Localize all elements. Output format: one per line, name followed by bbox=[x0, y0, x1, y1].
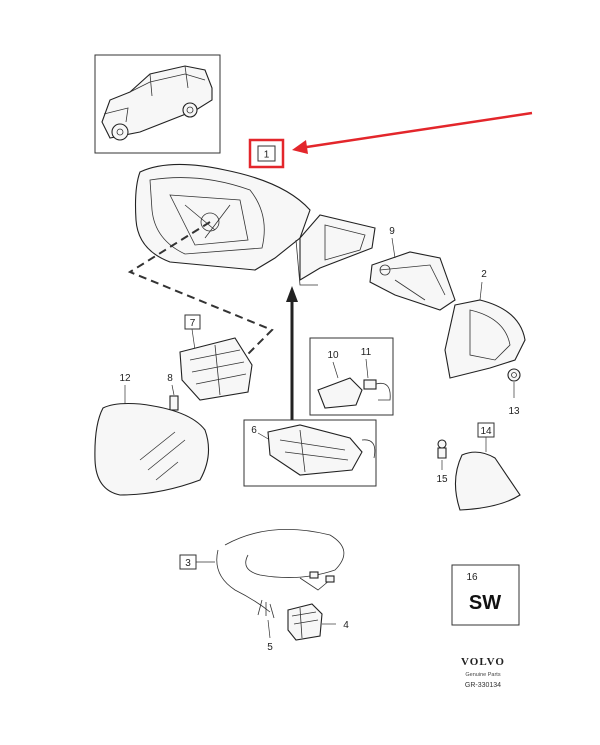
mirror-housing bbox=[134, 163, 376, 286]
part-13-nut: 13 bbox=[507, 368, 521, 417]
part-7-motor: 7 bbox=[179, 314, 253, 401]
brand-block: VOLVO Genuine Parts GR-330134 bbox=[461, 656, 505, 689]
callout-7: 7 bbox=[190, 318, 196, 329]
red-arrow bbox=[292, 111, 533, 154]
part-10-11-box: 10 11 bbox=[309, 337, 394, 416]
part-9-bracket: 9 bbox=[369, 226, 456, 311]
part-8-screw: 8 bbox=[167, 373, 179, 411]
brand-subtitle: Genuine Parts bbox=[465, 672, 500, 678]
volvo-logo: VOLVO bbox=[461, 656, 505, 668]
callout-14: 14 bbox=[480, 426, 492, 437]
part-2-cover: 2 bbox=[444, 269, 526, 379]
part-15-clip: 15 bbox=[436, 439, 448, 485]
part-12-glass: 12 bbox=[94, 373, 210, 496]
callout-8: 8 bbox=[167, 373, 173, 384]
callout-1: 1 bbox=[264, 150, 270, 161]
part-4-connector: 4 bbox=[287, 603, 349, 641]
callout-2: 2 bbox=[481, 269, 487, 280]
callout-1-box: 1 bbox=[248, 138, 285, 169]
callout-5: 5 bbox=[267, 642, 273, 653]
callout-11: 11 bbox=[361, 347, 372, 358]
callout-13: 13 bbox=[508, 406, 520, 417]
callout-12: 12 bbox=[119, 373, 131, 384]
callout-10: 10 bbox=[327, 350, 339, 361]
callout-6: 6 bbox=[251, 425, 257, 436]
callout-16: 16 bbox=[466, 572, 478, 583]
part-5-terminal: 5 bbox=[267, 619, 273, 653]
callout-15: 15 bbox=[436, 474, 448, 485]
assembly-arrow bbox=[286, 286, 298, 420]
dashed-guide bbox=[127, 221, 274, 363]
sw-label: SW bbox=[469, 592, 501, 614]
part-6-box: 6 bbox=[243, 419, 377, 487]
diagram-code: GR-330134 bbox=[465, 682, 501, 689]
callout-9: 9 bbox=[389, 226, 395, 237]
callout-3: 3 bbox=[185, 558, 191, 569]
part-14-cap: 14 bbox=[454, 422, 521, 511]
vehicle-thumbnail bbox=[94, 54, 221, 154]
part-3-harness: 3 bbox=[179, 528, 345, 619]
callout-4: 4 bbox=[343, 620, 349, 631]
part-16-software: 16 SW bbox=[451, 564, 520, 626]
